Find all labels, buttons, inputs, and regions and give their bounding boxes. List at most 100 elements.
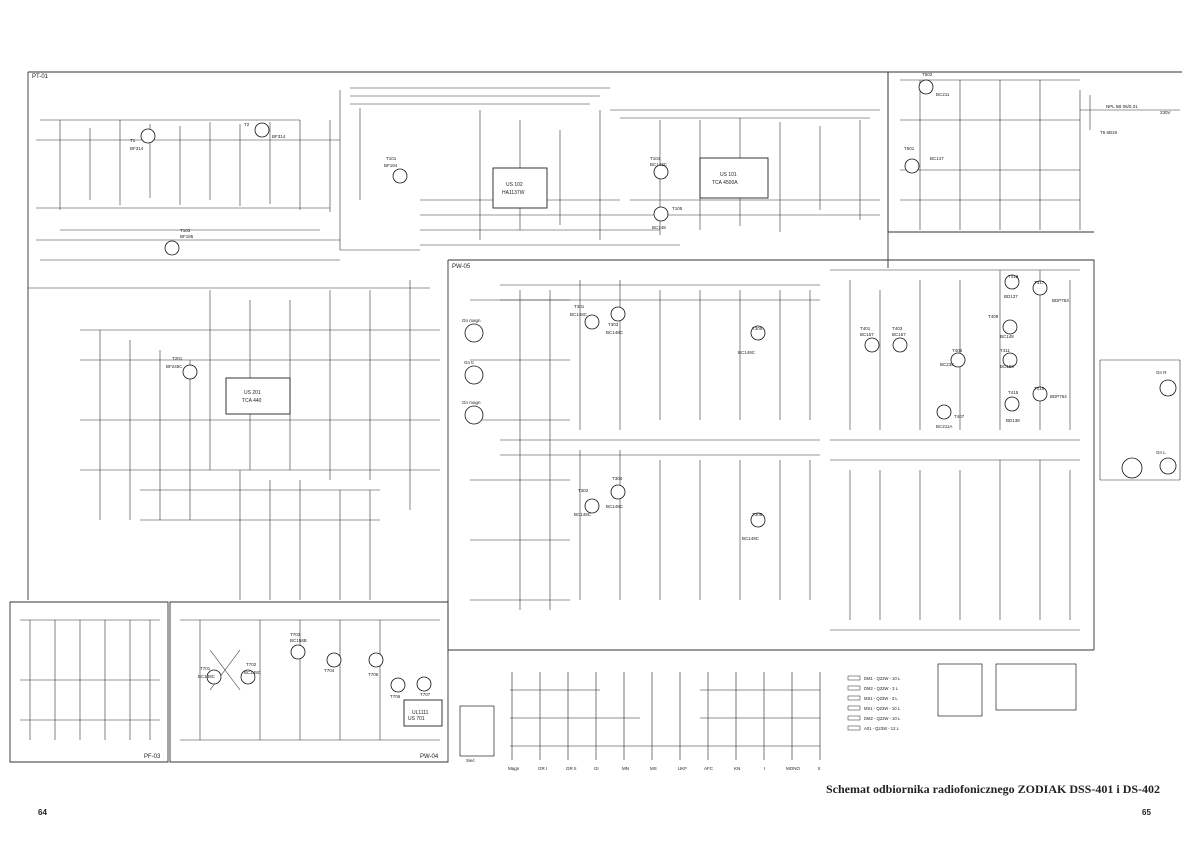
t301-type: BC148C xyxy=(570,312,588,317)
socket-r xyxy=(1159,379,1177,397)
socket-magn-2-label: Gn magn xyxy=(462,400,481,405)
t411-ref: T411 xyxy=(1000,348,1010,353)
t103-type: BF185 xyxy=(180,234,194,239)
transistor-t403 xyxy=(892,337,908,353)
ic-us102-ref: US 102 xyxy=(506,182,523,188)
t403-type: BC157 xyxy=(892,332,906,337)
transistor-t302 xyxy=(584,498,600,514)
socket-magn-1 xyxy=(464,323,484,343)
legend-text-2: MS1 - Q23W - 3 L xyxy=(864,696,898,701)
t701-type: BC148C xyxy=(198,674,216,679)
block-labels: PT-01 PW-05 PF-03 PW-04 xyxy=(32,74,471,760)
t706-ref: T706 xyxy=(390,694,401,699)
t417-type: BDP763 xyxy=(1052,298,1069,303)
t415-ref: T415 xyxy=(1008,390,1019,395)
socket-magn-2 xyxy=(464,405,484,425)
t303-type: BC148C xyxy=(606,330,624,335)
t405-type: BC238 xyxy=(940,362,954,367)
t401-ref: T401 xyxy=(860,326,871,331)
transistor-t104 xyxy=(653,164,669,180)
t104-ref: T104 xyxy=(650,156,661,161)
t407-type: BC211A xyxy=(936,424,952,429)
transistor-t201 xyxy=(182,364,198,380)
t405-ref: T405 xyxy=(952,348,963,353)
t306-type: BC149C xyxy=(742,536,760,541)
transistor-t304 xyxy=(610,484,626,500)
t302-type: BC148C xyxy=(574,512,592,517)
connector-box-right xyxy=(995,663,1077,711)
transistor-labels: T1 BF314 T2 BF314 T101 BF194 T103 BF185 … xyxy=(130,72,1069,699)
ic-us701-ref: US 701 xyxy=(408,716,425,722)
switch-label-6: UKF xyxy=(678,766,687,771)
t703-type: BC158B xyxy=(290,638,307,643)
t409-type: BC148 xyxy=(1000,334,1014,339)
mains-socket xyxy=(1121,457,1143,479)
t707-ref: T707 xyxy=(420,692,431,697)
legend-lamp-3 xyxy=(847,705,861,711)
switch-label-3: Gr xyxy=(594,766,600,771)
t304-type: BC149C xyxy=(606,504,624,509)
transistor-t704 xyxy=(326,652,342,668)
t419-ref: T419 xyxy=(1034,386,1045,391)
t502-type: BC211 xyxy=(936,92,950,97)
t301-ref: T301 xyxy=(574,304,585,309)
t409-ref: T409 xyxy=(988,314,999,319)
t305-type: BC149C xyxy=(738,350,756,355)
t101-ref: T101 xyxy=(386,156,397,161)
socket-l xyxy=(1159,457,1177,475)
t105-type: BC148 xyxy=(652,225,666,230)
t303-ref: T303 xyxy=(608,322,619,327)
t305-ref: T305 xyxy=(752,326,763,331)
t104-type: BC148C xyxy=(650,162,668,167)
connector-boxes xyxy=(459,663,1077,757)
t703-ref: T703 xyxy=(290,632,301,637)
transistor-t702 xyxy=(240,669,256,685)
transistor-t706 xyxy=(390,677,406,693)
transistor-t411 xyxy=(1002,352,1018,368)
connector-box-left xyxy=(937,663,983,717)
t401-type: BC157 xyxy=(860,332,874,337)
t403-ref: T403 xyxy=(892,326,903,331)
t105-ref: T105 xyxy=(672,206,683,211)
t701-ref: T701 xyxy=(200,666,211,671)
t1-ref: T1 xyxy=(130,138,136,143)
t704-ref: T704 xyxy=(324,668,335,673)
transistor-t1 xyxy=(140,128,156,144)
t502-ref: T502 xyxy=(922,72,933,77)
fuse-label: T6 6B19 xyxy=(1100,130,1118,135)
transistor-t409 xyxy=(1002,319,1018,335)
t201-ref: T201 xyxy=(172,356,183,361)
switch-label-1: GR I xyxy=(538,766,547,771)
ic-us101-box xyxy=(699,157,769,199)
ic-us201-box xyxy=(225,377,291,415)
t304-ref: T304 xyxy=(612,476,623,481)
legend-text-1: DM2 - Q23W - 3 L xyxy=(864,686,899,691)
lamp-legend: DM1 - Q23W - 10 L DM2 - Q23W - 3 L MS1 -… xyxy=(847,675,901,731)
t1-type: BF314 xyxy=(130,146,144,151)
switch-label-8: KN xyxy=(734,766,740,771)
switch-label-0: Magn xyxy=(508,766,520,771)
transistor-t103 xyxy=(164,240,180,256)
power-supply-wiring xyxy=(20,619,440,741)
mains-voltage-label: 230V xyxy=(1160,110,1171,115)
frame-lines xyxy=(9,71,1182,763)
page-number-right: 65 xyxy=(1142,808,1151,817)
t101-type: BF194 xyxy=(384,163,398,168)
legend-lamp-0 xyxy=(847,675,861,681)
t201-type: BF245C xyxy=(166,364,183,369)
switch-label-7: AFC xyxy=(704,766,714,771)
ic-us101-ref: US 101 xyxy=(720,172,737,178)
t413-type: BD137 xyxy=(1004,294,1018,299)
ic-us201-ref: US 201 xyxy=(244,390,261,396)
t302-ref: T302 xyxy=(578,488,589,493)
t411-type: BC158 xyxy=(1000,364,1014,369)
t702-ref: T702 xyxy=(246,662,257,667)
input-sockets xyxy=(464,323,1177,479)
ic-boxes xyxy=(225,157,769,727)
transistor-t405 xyxy=(950,352,966,368)
page-number-left: 64 xyxy=(38,808,47,817)
socket-tr xyxy=(464,365,484,385)
transformer-label: NPL 5B 06/0.31 xyxy=(1106,104,1138,109)
mains-plug-box xyxy=(459,705,495,757)
